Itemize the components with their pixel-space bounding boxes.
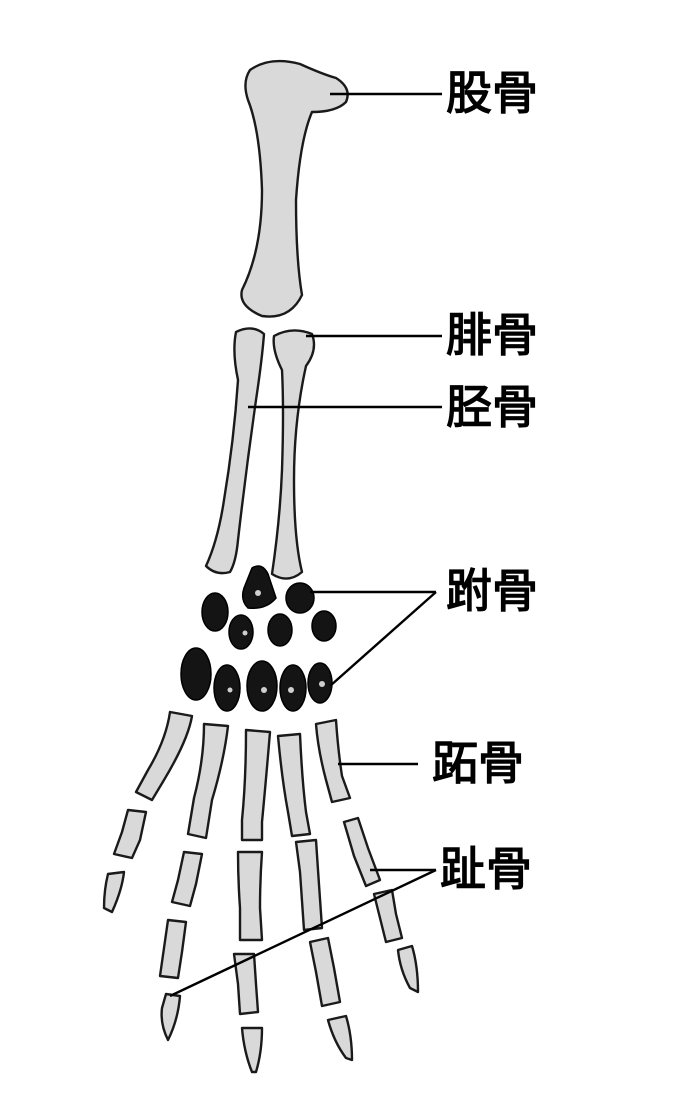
tarsal-bone: [246, 660, 278, 712]
phalanx-bone: [294, 838, 324, 932]
leader-lines: [169, 92, 442, 998]
fibula-bone: [270, 329, 316, 580]
tarsal-bone: [213, 664, 241, 712]
tarsal-bone: [228, 614, 254, 650]
phalanx-bone: [240, 1026, 264, 1074]
tarsal-bone: [201, 592, 229, 632]
tarsal-bone: [285, 582, 315, 614]
metatarsal-group: [134, 710, 352, 842]
phalanx-bone: [236, 850, 264, 942]
phalanges-leader-line-2: [169, 868, 437, 998]
phalanx-bone: [308, 936, 342, 1008]
tarsal-bone: [241, 565, 277, 610]
tarsal-bone: [180, 647, 212, 701]
tarsals-label: 跗骨: [446, 564, 538, 618]
metatarsal-bone: [314, 718, 352, 804]
tibia-bone: [204, 327, 266, 575]
phalanx-bone: [112, 808, 148, 860]
phalanx-bone: [396, 944, 420, 994]
fibula-label: 腓骨: [446, 308, 538, 362]
metatarsals-label: 跖骨: [432, 736, 524, 790]
tarsal-cluster: [180, 565, 337, 712]
metatarsal-bone: [186, 722, 230, 840]
femur-bone: [240, 59, 349, 318]
tibia-label: 胫骨: [446, 380, 538, 434]
tarsal-bone: [311, 610, 337, 642]
metatarsal-bone: [240, 728, 272, 842]
tarsals-leader-line-2: [329, 591, 437, 687]
phalanx-group: [102, 808, 420, 1074]
phalanx-bone: [158, 918, 188, 980]
phalanx-bone: [160, 992, 182, 1042]
metatarsal-bone: [134, 710, 194, 802]
tarsal-bone: [267, 613, 293, 647]
phalanges-label: 趾骨: [440, 842, 532, 896]
phalanx-bone: [232, 952, 260, 1016]
femur-label: 股骨: [446, 66, 538, 120]
phalanx-bone: [342, 816, 382, 888]
phalanx-bone: [102, 870, 126, 914]
metatarsal-bone: [276, 732, 312, 838]
phalanx-bone: [326, 1014, 354, 1062]
phalanx-bone: [170, 850, 204, 908]
